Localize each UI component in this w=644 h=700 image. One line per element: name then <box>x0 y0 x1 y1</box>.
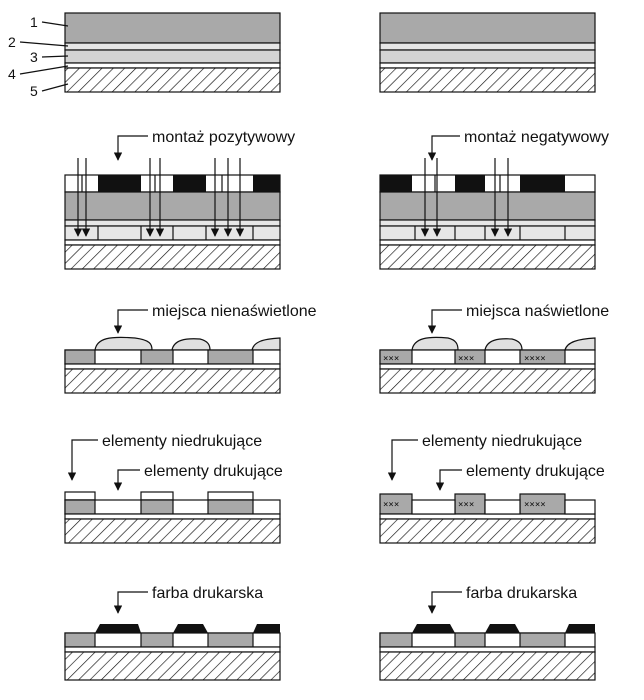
layer-number-1: 1 <box>30 14 38 30</box>
svg-text:××××: ×××× <box>524 500 546 510</box>
layer-number-4: 4 <box>8 66 16 82</box>
development-right: miejsca naświetlone ××× ××× ×××× <box>379 303 609 394</box>
layer-stack-left <box>64 12 281 93</box>
svg-text:×××: ××× <box>458 354 474 364</box>
ink-right: farba drukarska <box>379 585 596 681</box>
layer-number-callouts: 1 2 3 4 5 <box>8 14 69 99</box>
svg-text:×××: ××× <box>458 500 474 510</box>
svg-text:××××: ×××× <box>524 354 546 364</box>
elements-right: elementy niedrukujące elementy drukujące… <box>379 433 605 544</box>
label-ink-right: farba drukarska <box>466 585 577 602</box>
exposure-left: montaż pozytywowy <box>64 129 295 270</box>
label-negative-montage: montaż negatywowy <box>464 129 609 146</box>
label-nonprinting-left: elementy niedrukujące <box>102 433 262 450</box>
label-nonprinting-right: elementy niedrukujące <box>422 433 582 450</box>
row-development: miejsca nienaświetlone miejsca naświetlo… <box>64 303 609 394</box>
exposure-right: montaż negatywowy <box>379 129 609 270</box>
ink-left: farba drukarska <box>64 585 281 681</box>
label-positive-montage: montaż pozytywowy <box>152 129 295 146</box>
elements-left: elementy niedrukujące elementy drukujące <box>64 433 283 544</box>
svg-text:×××: ××× <box>383 354 399 364</box>
row-ink: farba drukarska farba drukarska <box>64 585 596 681</box>
label-unexposed-areas: miejsca nienaświetlone <box>152 303 317 320</box>
row-exposure: montaż pozytywowy <box>64 129 609 270</box>
label-ink-left: farba drukarska <box>152 585 263 602</box>
label-printing-left: elementy drukujące <box>144 463 283 480</box>
development-left: miejsca nienaświetlone <box>64 303 317 394</box>
row-elements: elementy niedrukujące elementy drukujące… <box>64 433 605 544</box>
row-layer-stack: 1 2 3 4 5 <box>8 12 596 99</box>
label-exposed-areas: miejsca naświetlone <box>466 303 609 320</box>
layer-number-5: 5 <box>30 83 38 99</box>
layer-stack-right <box>379 12 596 93</box>
label-printing-right: elementy drukujące <box>466 463 605 480</box>
layer-number-2: 2 <box>8 34 16 50</box>
svg-text:×××: ××× <box>383 500 399 510</box>
layer-number-3: 3 <box>30 49 38 65</box>
